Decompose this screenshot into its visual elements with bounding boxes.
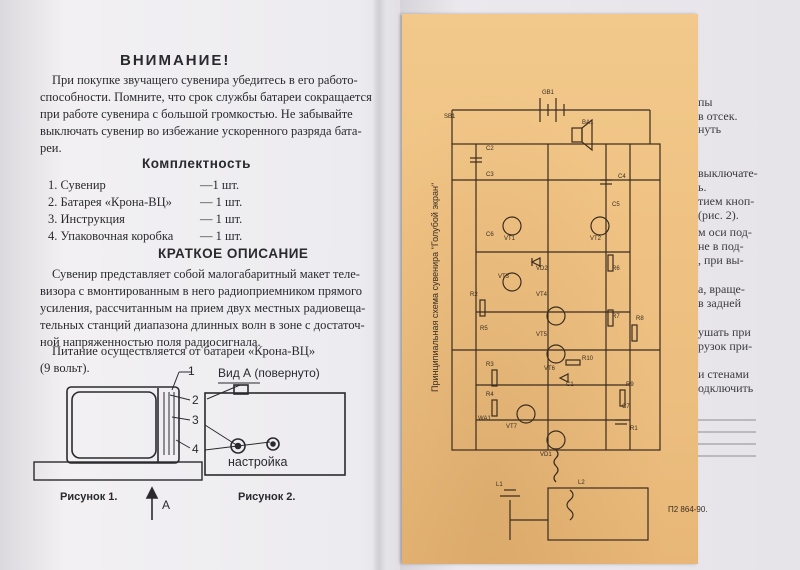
schematic-component-label: VT4 [536,292,548,298]
callout-4: 4 [192,442,199,456]
figure1-tv [33,371,203,481]
under-text-fragment: ушать при [698,325,751,339]
schematic-component-label: C1 [566,382,574,388]
schematic-component-label: VT3 [498,274,510,280]
kit-item-qty: —1 шт. [200,178,240,192]
schematic-component-label: VD2 [536,266,548,272]
description-line: ной напряженностью поля радиосигнала. [40,335,261,349]
schematic-component-label: BA1 [582,120,594,126]
figure2-caption: Рисунок 2. [238,491,296,503]
under-text-fragment: (рис. 2). [698,208,739,222]
schematic-component-label: VT5 [536,332,548,338]
under-text-fragment: в отсек. [698,109,738,123]
schematic-component-label: R3 [486,362,494,368]
description-line: визора с вмонтированным в него радиоприе… [40,284,363,298]
power-line: (9 вольт). [40,361,90,375]
tuning-label: настройка [228,455,288,469]
schematic-component-label: R10 [582,356,594,362]
under-text-fragment: м оси под- [698,225,752,239]
warning-line: при работе сувенира с большой громкостью… [40,107,353,121]
callout-3: 3 [192,413,199,427]
schematic-component-label: R8 [636,316,644,322]
schematic-component-label: VT2 [590,236,602,242]
under-text-fragment: пы [698,95,713,109]
kit-item-name: 1. Сувенир [48,178,106,192]
left-leaflet-page: ВНИМАНИЕ! При покупке звучащего сувенира… [33,52,372,520]
schematic-component-label: L2 [578,480,585,486]
warning-line: реи. [40,141,62,155]
schematic-component-label: SB1 [444,114,456,120]
description-line: тельных станций диапазона длинных волн в… [40,318,365,332]
schematic-component-label: C7 [622,404,630,410]
schematic-component-label: C4 [618,174,626,180]
warning-line: выключать сувенир во избежание ускоренно… [40,124,362,138]
kit-item-qty: — 1 шт. [200,212,243,226]
schematic-component-label: C3 [486,172,494,178]
under-text-fragment: ь. [698,180,707,194]
under-text-fragment: в задней [698,296,742,310]
under-text-fragment: рузок при- [698,339,753,353]
view-arrow [145,486,159,520]
description-line: усиления, рассчитанным на прием двух мес… [40,301,366,315]
figure1-caption: Рисунок 1. [60,491,118,503]
schematic-component-label: C5 [612,202,620,208]
schematic-component-label: VD1 [540,452,552,458]
schematic-code: П2 864-90. [668,505,708,514]
schematic-component-label: R2 [470,292,478,298]
schematic-component-label: C2 [486,146,494,152]
kit-item-name: 4. Упаковочная коробка [48,229,174,243]
schematic-component-label: R7 [612,314,620,320]
view-label: Вид А (повернуто) [218,366,320,380]
schematic-component-label: R6 [612,266,620,272]
page-fold [372,0,386,570]
under-text-fragment: и стенами [698,367,750,381]
callout-1: 1 [188,364,195,378]
schematic-component-label: GB1 [542,90,555,96]
kit-item-name: 2. Батарея «Крона-ВЦ» [48,195,172,209]
schematic-title: Принципиальная схема сувенира "Голубой э… [430,183,440,392]
arrow-label: А [162,498,171,512]
kit-item-qty: — 1 шт. [200,195,243,209]
under-text-fragment: выключате- [698,166,758,180]
under-text-fragment: нуть [698,122,722,136]
schematic-component-label: C6 [486,232,494,238]
schematic-component-label: VT7 [506,424,518,430]
warning-title: ВНИМАНИЕ! [120,52,231,69]
schematic-component-label: R4 [486,392,494,398]
kit-item-name: 3. Инструкция [48,212,125,226]
schematic-component-label: VT6 [544,366,556,372]
schematic-component-label: R1 [630,426,638,432]
schematic-component-label: WA1 [478,416,491,422]
callout-2: 2 [192,393,199,407]
under-text-fragment: тием кноп- [698,194,755,208]
schematic-component-label: R5 [480,326,488,332]
under-text-fragment: одключить [698,381,754,395]
figure2-panel [204,382,346,476]
kit-title: Комплектность [142,156,251,171]
description-title: КРАТКОЕ ОПИСАНИЕ [158,246,309,261]
schematic-component-label: L1 [496,482,503,488]
warning-line: При покупке звучащего сувенира убедитесь… [52,73,358,87]
schematic-component-label: VT1 [504,236,516,242]
warning-line: способности. Помните, что срок службы ба… [40,90,372,104]
figure-tv-diagram [33,371,346,520]
description-line: Сувенир представляет собой малогабаритны… [52,267,360,281]
schematic-component-label: R9 [626,382,634,388]
power-line: Питание осуществляется от батареи «Крона… [52,344,316,358]
schematic-paper [402,14,698,564]
under-text-fragment: , при вы- [698,253,744,267]
under-text-fragment: а, враще- [698,282,745,296]
under-text-fragment: не в под- [698,239,744,253]
kit-item-qty: — 1 шт. [200,229,243,243]
